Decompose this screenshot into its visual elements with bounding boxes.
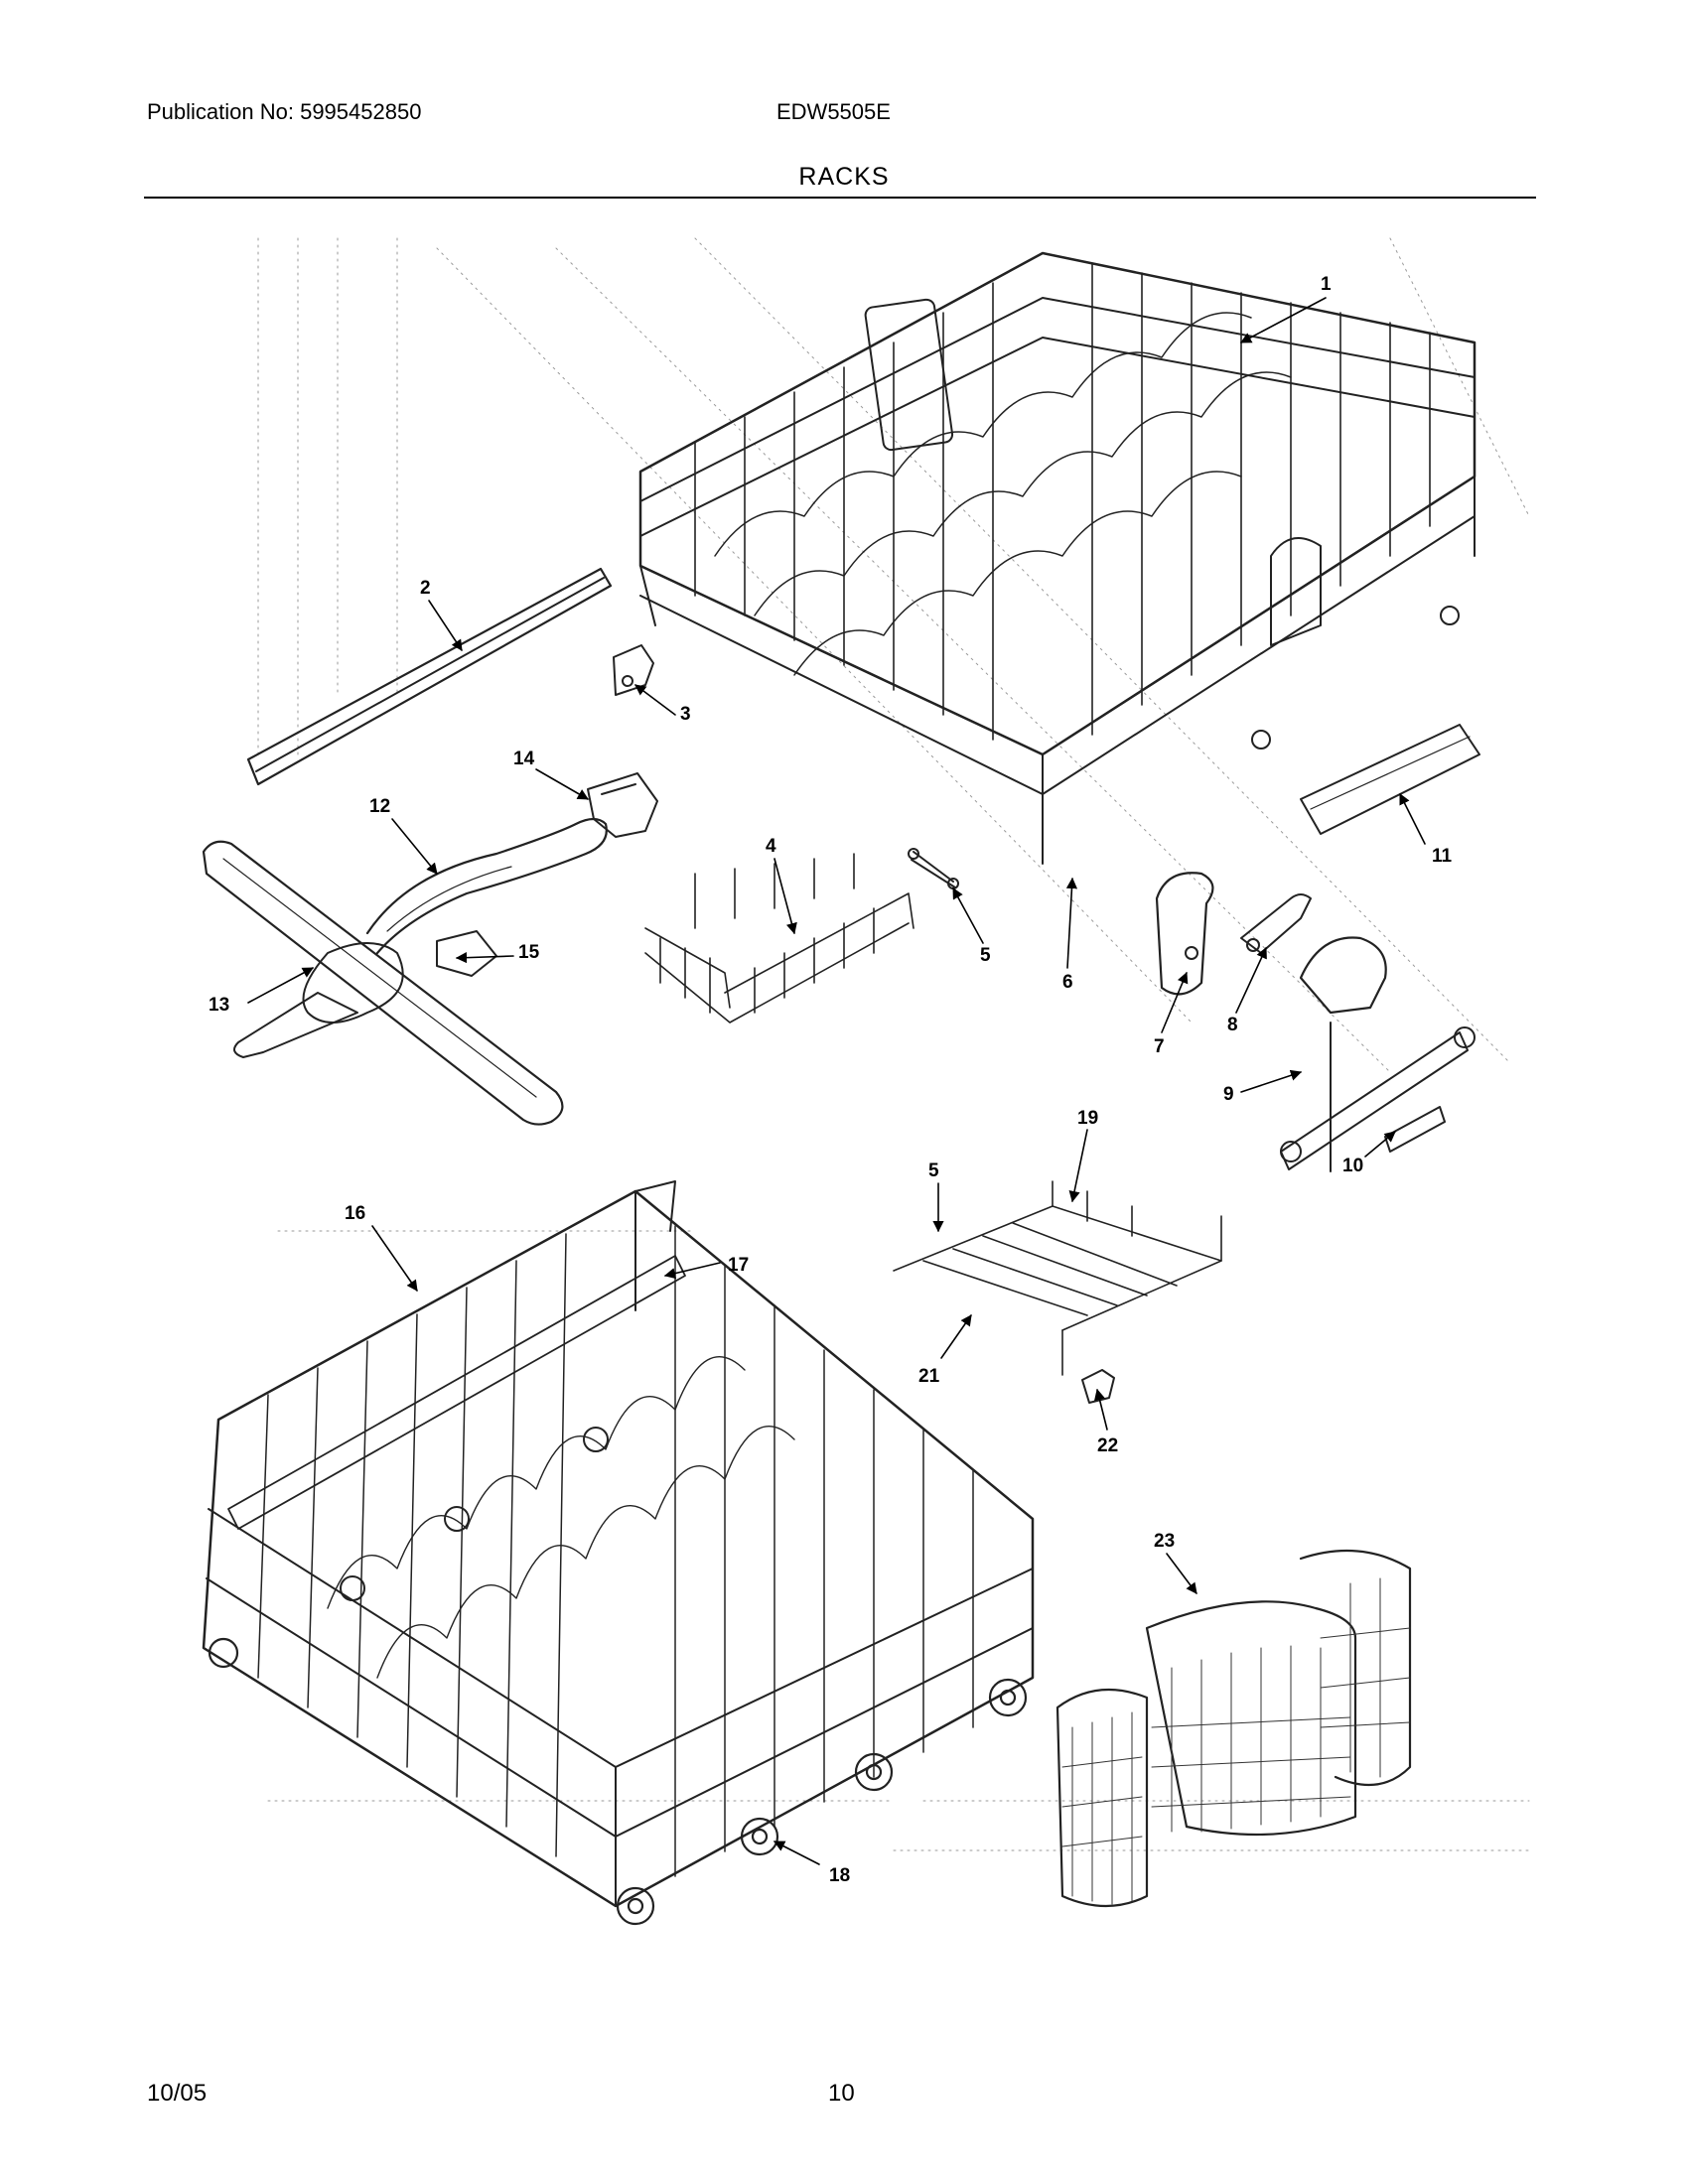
callout-5: 5 xyxy=(980,945,991,966)
callout-12: 12 xyxy=(369,796,390,817)
header-rule xyxy=(144,197,1536,199)
clip-part-22 xyxy=(1081,1369,1115,1404)
callout-5b: 5 xyxy=(928,1160,939,1181)
leader-lines xyxy=(247,297,1426,1865)
callout-2: 2 xyxy=(420,578,431,599)
page-number: 10 xyxy=(828,2080,855,2107)
clip-part-3 xyxy=(613,644,654,696)
callout-23: 23 xyxy=(1154,1531,1175,1552)
wire-clip-part-5 xyxy=(908,848,959,889)
callout-10: 10 xyxy=(1342,1156,1363,1176)
callout-9: 9 xyxy=(1223,1084,1234,1105)
rack-wheels xyxy=(208,1637,1028,1926)
callout-labels: 1 2 3 4 5 6 7 8 9 10 11 12 13 14 15 16 1… xyxy=(209,274,1453,1886)
tine-rack-part xyxy=(644,853,914,1024)
callout-14: 14 xyxy=(513,749,535,769)
publication-number: Publication No: 5995452850 xyxy=(147,99,422,124)
callout-18: 18 xyxy=(829,1865,850,1886)
callout-6: 6 xyxy=(1062,972,1073,993)
tine-row-part-11 xyxy=(1300,724,1480,835)
callout-11: 11 xyxy=(1432,846,1453,867)
callout-4: 4 xyxy=(766,836,776,857)
latch-part-8 xyxy=(1240,893,1312,954)
callout-13: 13 xyxy=(209,995,229,1016)
spray-arm-assembly xyxy=(202,817,608,1126)
callout-3: 3 xyxy=(680,704,691,725)
callout-21: 21 xyxy=(918,1366,940,1387)
callout-17: 17 xyxy=(728,1255,749,1276)
cup-shelf-part xyxy=(893,1180,1222,1376)
adjuster-arm-part-9 xyxy=(1280,936,1476,1172)
callout-8: 8 xyxy=(1227,1015,1238,1035)
lower-rack-assembly xyxy=(202,1180,1035,1926)
callout-22: 22 xyxy=(1097,1435,1118,1456)
callout-19: 19 xyxy=(1077,1108,1098,1129)
model-number: EDW5505E xyxy=(776,99,891,124)
callout-16: 16 xyxy=(345,1203,365,1224)
revision-date: 10/05 xyxy=(147,2080,208,2107)
callout-7: 7 xyxy=(1154,1036,1165,1057)
callout-1: 1 xyxy=(1321,274,1332,295)
silverware-basket-part xyxy=(1055,1549,1412,1908)
callout-15: 15 xyxy=(518,942,540,963)
clip-part-10 xyxy=(1384,1106,1446,1153)
clip-part-14 xyxy=(587,772,658,838)
racks-exploded-diagram: 1 2 3 4 5 6 7 8 9 10 11 12 13 14 15 16 1… xyxy=(202,237,1530,1926)
background-dotted-lines xyxy=(257,237,1530,1851)
section-title: RACKS xyxy=(798,163,890,191)
rack-rail-part xyxy=(246,567,613,786)
upper-rack-assembly xyxy=(638,251,1477,865)
